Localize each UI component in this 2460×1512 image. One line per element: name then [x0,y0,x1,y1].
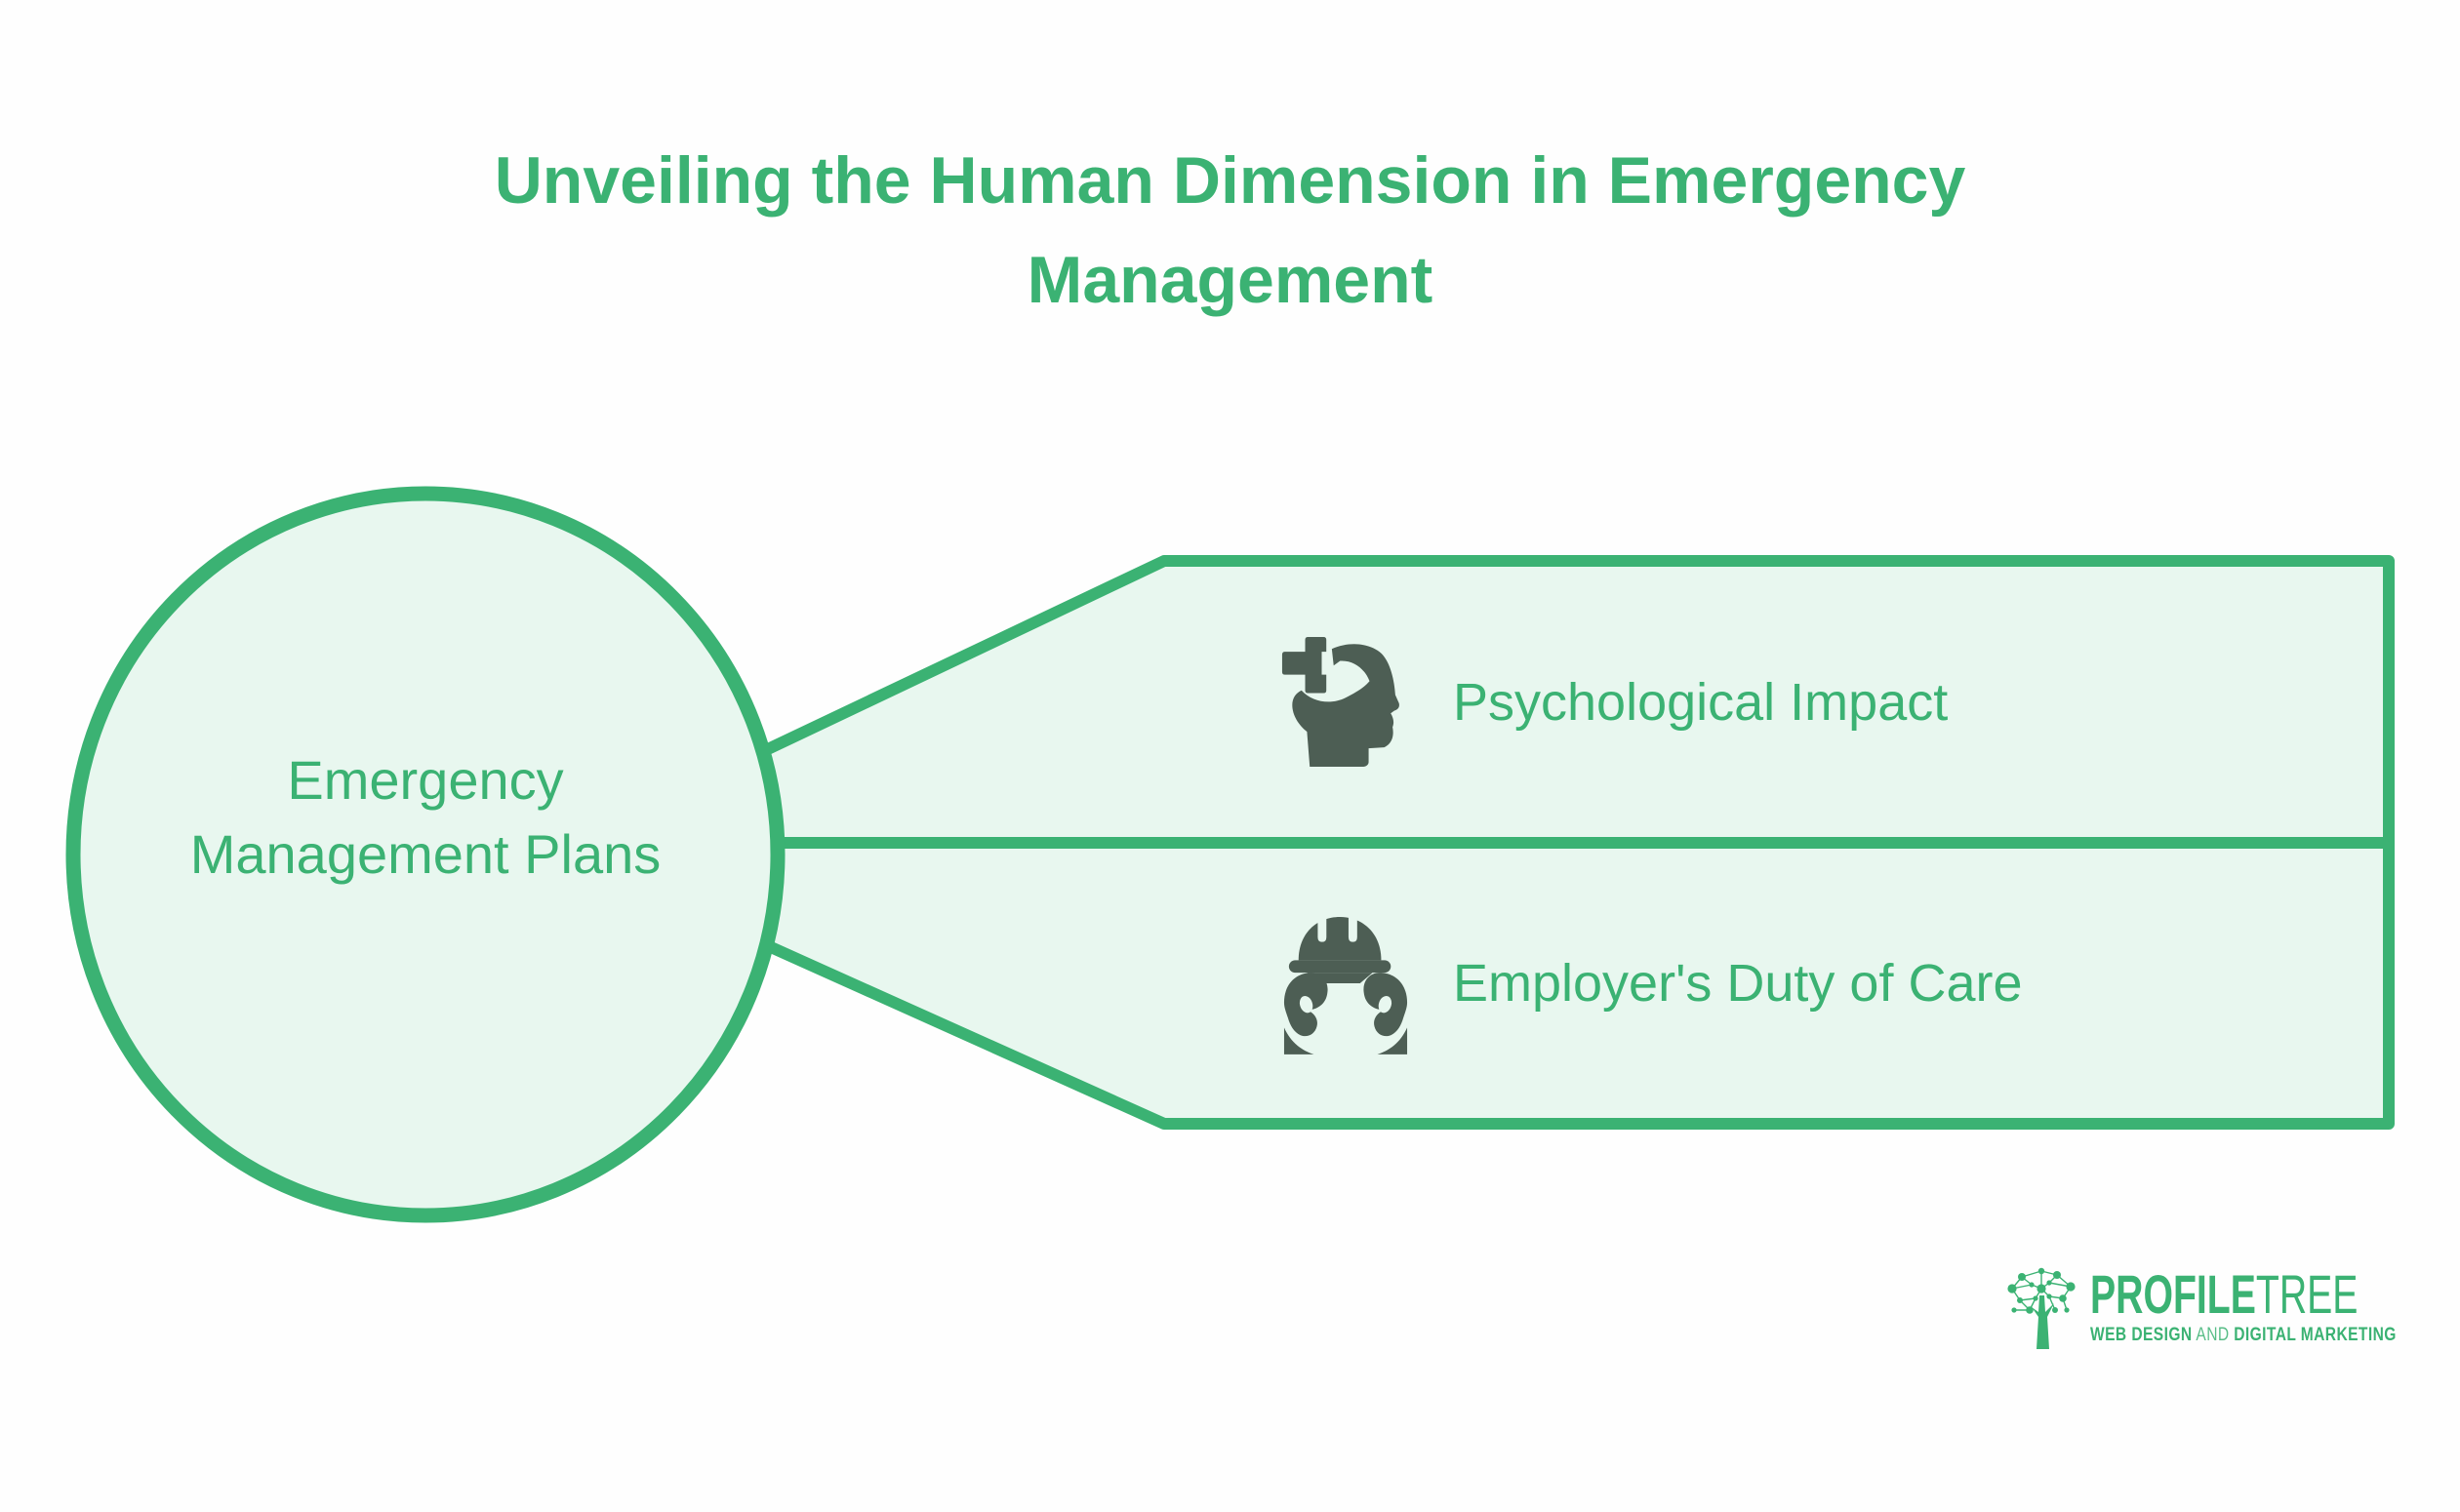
page-title-line-1: Unveiling the Human Dimension in Emergen… [494,143,1966,218]
hub-label: Emergency Management Plans [189,749,662,885]
page-title: Unveiling the Human Dimension in Emergen… [0,131,2460,330]
hands-holding-hard-hat-icon [1283,916,1408,1054]
page-title-line-2: Management [1027,243,1433,317]
branch-label-psychological-impact: Psychological Impact [1453,672,1949,732]
tagline-web-design: WEB DESIGN [2090,1325,2193,1345]
branch-employers-duty-of-care: Employer's Duty of Care [1281,849,2374,1118]
head-with-medical-cross-icon [1281,637,1399,767]
branch-label-employers-duty-of-care: Employer's Duty of Care [1453,954,2023,1013]
profiletree-tree-icon [2007,1267,2076,1349]
tagline-digital-marketing: DIGITAL MARKETING [2234,1325,2397,1345]
brand-tree: TREE [2255,1263,2359,1325]
profiletree-logo: PROFILETREE WEB DESIGN AND DIGITAL MARKE… [2006,1266,2460,1350]
hub-circle [65,486,786,1223]
branch-psychological-impact: Psychological Impact [1281,567,2374,837]
tagline-and: AND [2192,1325,2235,1345]
brand-profile: PROFILE [2090,1263,2256,1325]
profiletree-tagline: WEB DESIGN AND DIGITAL MARKETING [2090,1325,2403,1346]
profiletree-wordmark: PROFILETREE [2090,1266,2358,1323]
